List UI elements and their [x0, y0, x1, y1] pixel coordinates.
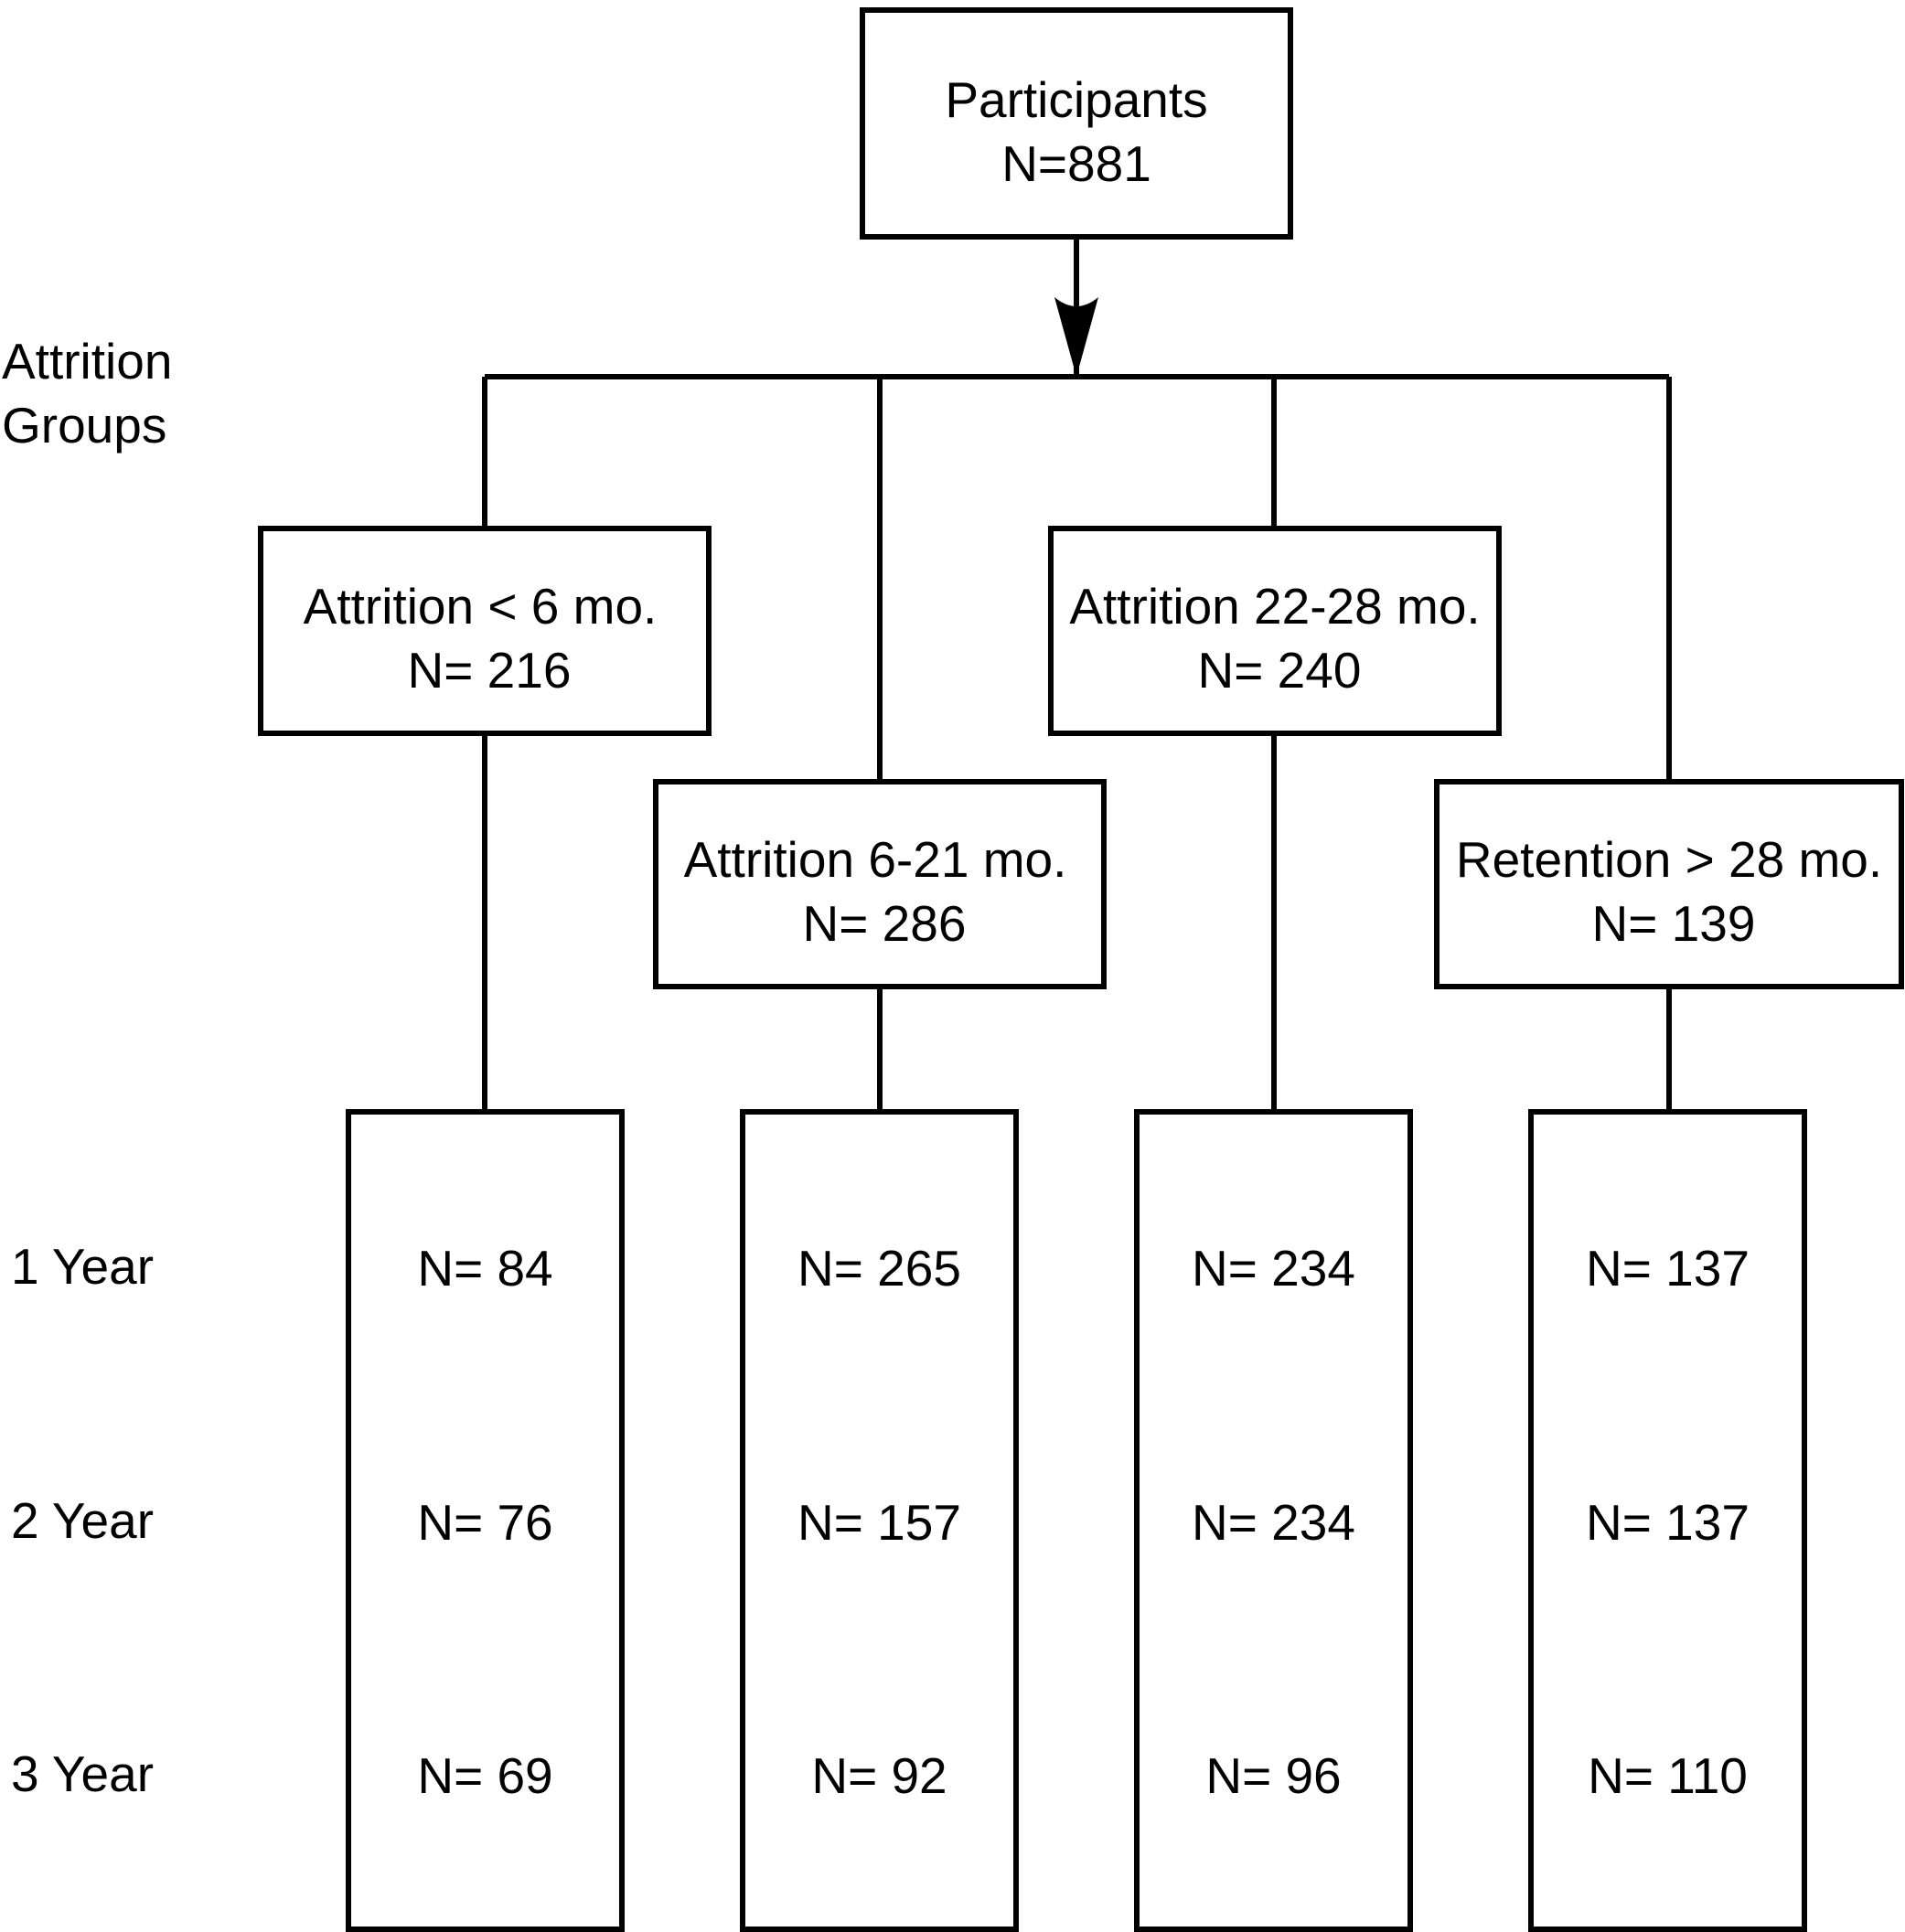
year-label-1: 1 Year [11, 1238, 155, 1295]
year-3-count: N= 69 [417, 1747, 553, 1804]
year-column-attrition-22-28: N= 234 N= 234 N= 96 [1134, 1109, 1413, 1932]
arrow-head-icon [1054, 297, 1098, 377]
year-2-count: N= 76 [417, 1494, 553, 1551]
group-title: Attrition 22-28 mo. [1069, 578, 1481, 635]
year-2-count: N= 234 [1192, 1494, 1355, 1551]
group-box-attrition-6-21: Attrition 6-21 mo. N= 286 [653, 779, 1107, 989]
year-1-count: N= 84 [417, 1240, 553, 1297]
participants-title: Participants [945, 71, 1208, 128]
year-label-2: 2 Year [11, 1492, 155, 1549]
group-box-attrition-22-28: Attrition 22-28 mo. N= 240 [1048, 526, 1502, 736]
year-column-attrition-6-21: N= 265 N= 157 N= 92 [740, 1109, 1019, 1932]
group-title: Attrition 6-21 mo. [683, 831, 1067, 888]
year-1-count: N= 234 [1192, 1240, 1355, 1297]
year-3-count: N= 96 [1205, 1747, 1342, 1804]
group-count: N= 139 [1591, 895, 1756, 952]
participants-count: N=881 [1001, 135, 1151, 192]
group-count: N= 240 [1197, 642, 1362, 699]
year-label-3: 3 Year [11, 1745, 155, 1802]
group-box-retention-gt-28: Retention > 28 mo. N= 139 [1434, 779, 1904, 989]
group-title: Attrition < 6 mo. [303, 578, 658, 635]
attrition-groups-label-line2: Groups [2, 397, 167, 454]
year-3-count: N= 110 [1588, 1747, 1748, 1804]
year-1-count: N= 137 [1586, 1240, 1750, 1297]
group-box-attrition-lt-6: Attrition < 6 mo. N= 216 [258, 526, 712, 736]
year-2-count: N= 137 [1586, 1494, 1750, 1551]
year-column-retention-gt-28: N= 137 N= 137 N= 110 [1528, 1109, 1807, 1932]
year-1-count: N= 265 [797, 1240, 961, 1297]
group-count: N= 286 [802, 895, 967, 952]
year-3-count: N= 92 [811, 1747, 947, 1804]
year-2-count: N= 157 [797, 1494, 961, 1551]
group-title: Retention > 28 mo. [1455, 831, 1883, 888]
participants-box: Participants N=881 [860, 7, 1293, 240]
year-column-attrition-lt-6: N= 84 N= 76 N= 69 [346, 1109, 625, 1932]
group-count: N= 216 [407, 642, 572, 699]
attrition-groups-label-line1: Attrition [2, 333, 173, 390]
